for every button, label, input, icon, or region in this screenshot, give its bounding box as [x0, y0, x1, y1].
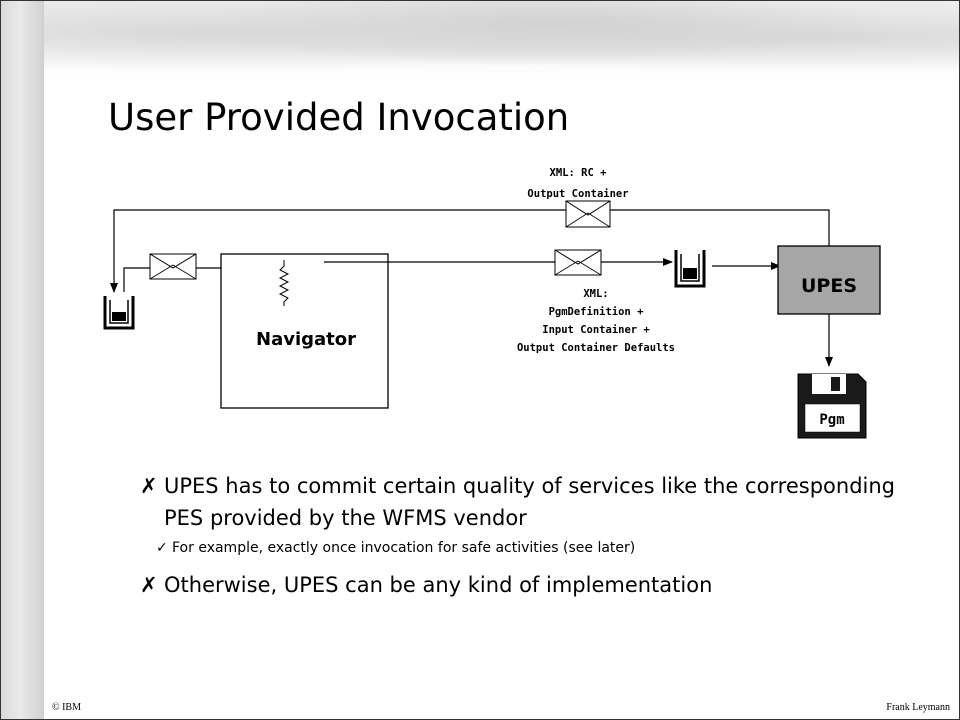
return-connector [110, 209, 830, 293]
cross-bullet-icon: ✗ [140, 573, 158, 597]
queue-icon [103, 296, 135, 330]
top-message-line-1: XML: RC + [550, 167, 607, 179]
slide-side-strip [0, 0, 44, 720]
navigator-label: Navigator [256, 329, 356, 350]
upes-label: UPES [801, 275, 857, 297]
bullet-list: ✗ UPES has to commit certain quality of … [140, 470, 900, 601]
upes-box [777, 245, 881, 315]
bottom-message-line-4: Output Container Defaults [517, 342, 675, 354]
program-label: Pgm [819, 412, 844, 428]
queue-icon [674, 250, 706, 288]
sub-bullet-item: ✓ For example, exactly once invocation f… [140, 538, 900, 559]
envelope-icon [149, 253, 197, 280]
top-message-line-2: Output Container [527, 188, 628, 200]
bottom-message-line-3: Input Container + [542, 324, 649, 336]
spring-icon [278, 260, 290, 306]
slide-title: User Provided Invocation [108, 96, 570, 139]
envelope-icon [565, 200, 611, 228]
bottom-message-line-1: XML: [583, 288, 608, 300]
check-bullet-icon: ✓ [156, 540, 168, 556]
bullet-text: UPES has to commit certain quality of se… [164, 474, 896, 530]
floppy-disk-icon [797, 373, 867, 439]
navigator-box [220, 253, 389, 409]
slide-banner [44, 0, 960, 82]
sub-bullet-text: For example, exactly once invocation for… [172, 540, 636, 556]
envelope-icon [554, 249, 602, 276]
footer-author: Frank Leymann [886, 702, 950, 713]
bullet-text: Otherwise, UPES can be any kind of imple… [164, 573, 713, 597]
bullet-item: ✗ UPES has to commit certain quality of … [140, 470, 900, 534]
bottom-message-line-2: PgmDefinition + [549, 306, 644, 318]
bullet-item: ✗ Otherwise, UPES can be any kind of imp… [140, 569, 900, 601]
footer-copyright: © IBM [52, 702, 81, 713]
cross-bullet-icon: ✗ [140, 474, 158, 498]
